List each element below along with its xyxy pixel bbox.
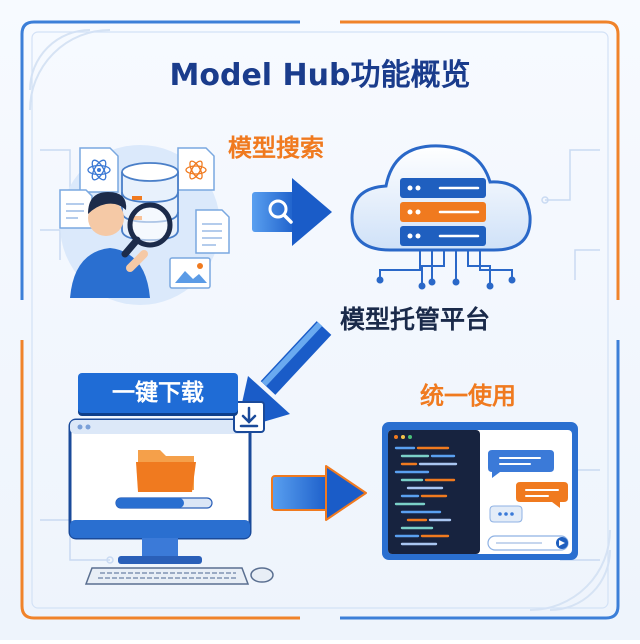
arrow-download-to-use	[271, 465, 367, 521]
page-title: Model Hub功能概览	[169, 58, 471, 93]
progress-bar	[115, 497, 213, 509]
network-lines	[379, 250, 513, 284]
cloud-server-illustration	[350, 144, 532, 290]
document-icon	[59, 189, 93, 229]
step-label-use: 统一使用	[420, 382, 516, 410]
download-icon	[233, 401, 265, 433]
folder-icon	[136, 450, 196, 492]
text-document-icon	[195, 209, 230, 254]
atom-document-icon	[79, 147, 119, 193]
mouse-icon	[250, 567, 274, 583]
chat-bubble-icon	[488, 450, 568, 523]
person-icon	[70, 192, 150, 298]
code-editor-icon	[388, 430, 480, 554]
monitor-illustration	[68, 401, 274, 585]
image-icon	[169, 257, 211, 289]
atom-document-icon-orange	[177, 147, 215, 191]
search-illustration	[59, 145, 230, 305]
magnifier-icon	[121, 202, 173, 258]
send-icon	[556, 537, 568, 549]
editor-illustration	[382, 422, 578, 560]
search-button-icon	[268, 199, 293, 224]
step-label-platform: 模型托管平台	[340, 305, 491, 334]
server-icon	[400, 178, 486, 246]
keyboard-icon	[84, 567, 250, 585]
step-label-search: 模型搜索	[228, 134, 324, 162]
frame-border	[20, 20, 620, 620]
arrow-search-to-cloud	[252, 178, 332, 246]
step-label-download: 一键下载	[78, 373, 238, 413]
inner-frame	[31, 31, 609, 609]
network-nodes	[376, 276, 516, 290]
